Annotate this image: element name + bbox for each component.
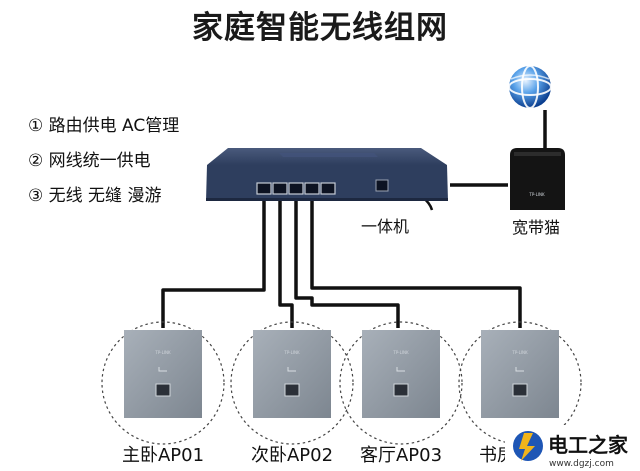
access-point: TP-LINK [101, 321, 225, 445]
modem-label: 宽带猫 [512, 218, 560, 237]
access-point: TP-LINK [339, 321, 463, 445]
internet-globe-icon [508, 65, 552, 109]
modem-device: TP-LINK [510, 148, 565, 210]
status-indicator [287, 367, 296, 372]
cable-ap03 [294, 195, 400, 328]
diagram-title: 家庭智能无线组网 [192, 10, 448, 46]
watermark: 电工之家 www.dgzj.com [505, 425, 640, 471]
ap-label: 主卧AP01 [122, 445, 204, 466]
ap-label: 次卧AP02 [251, 445, 333, 466]
rj45-port [284, 383, 300, 397]
status-indicator [396, 367, 405, 372]
power-port [375, 179, 389, 192]
panel-brand: TP-LINK [392, 350, 409, 355]
feature-item: ② 网线统一供电 [28, 151, 151, 171]
access-point: TP-LINK [230, 321, 354, 445]
status-indicator [515, 367, 524, 372]
feature-item: ① 路由供电 AC管理 [28, 116, 179, 136]
rj45-port [512, 383, 528, 397]
ap-label: 客厅AP03 [360, 445, 442, 466]
modem-brand: TP-LINK [528, 192, 545, 197]
watermark-logo-icon [513, 431, 543, 461]
lan-ports [256, 182, 336, 195]
router-device [206, 148, 448, 201]
cable-ap01 [161, 195, 266, 328]
panel-brand: TP-LINK [154, 350, 171, 355]
cable-ap02 [278, 195, 294, 328]
cable-ap04 [310, 195, 522, 328]
status-indicator [158, 367, 167, 372]
watermark-name: 电工之家 [548, 433, 629, 457]
watermark-url: www.dgzj.com [549, 459, 614, 469]
feature-item: ③ 无线 无缝 漫游 [28, 186, 161, 206]
router-label: 一体机 [361, 217, 409, 236]
cables [161, 110, 547, 328]
panel-brand: TP-LINK [283, 350, 300, 355]
rj45-port [155, 383, 171, 397]
rj45-port [393, 383, 409, 397]
panel-brand: TP-LINK [511, 350, 528, 355]
